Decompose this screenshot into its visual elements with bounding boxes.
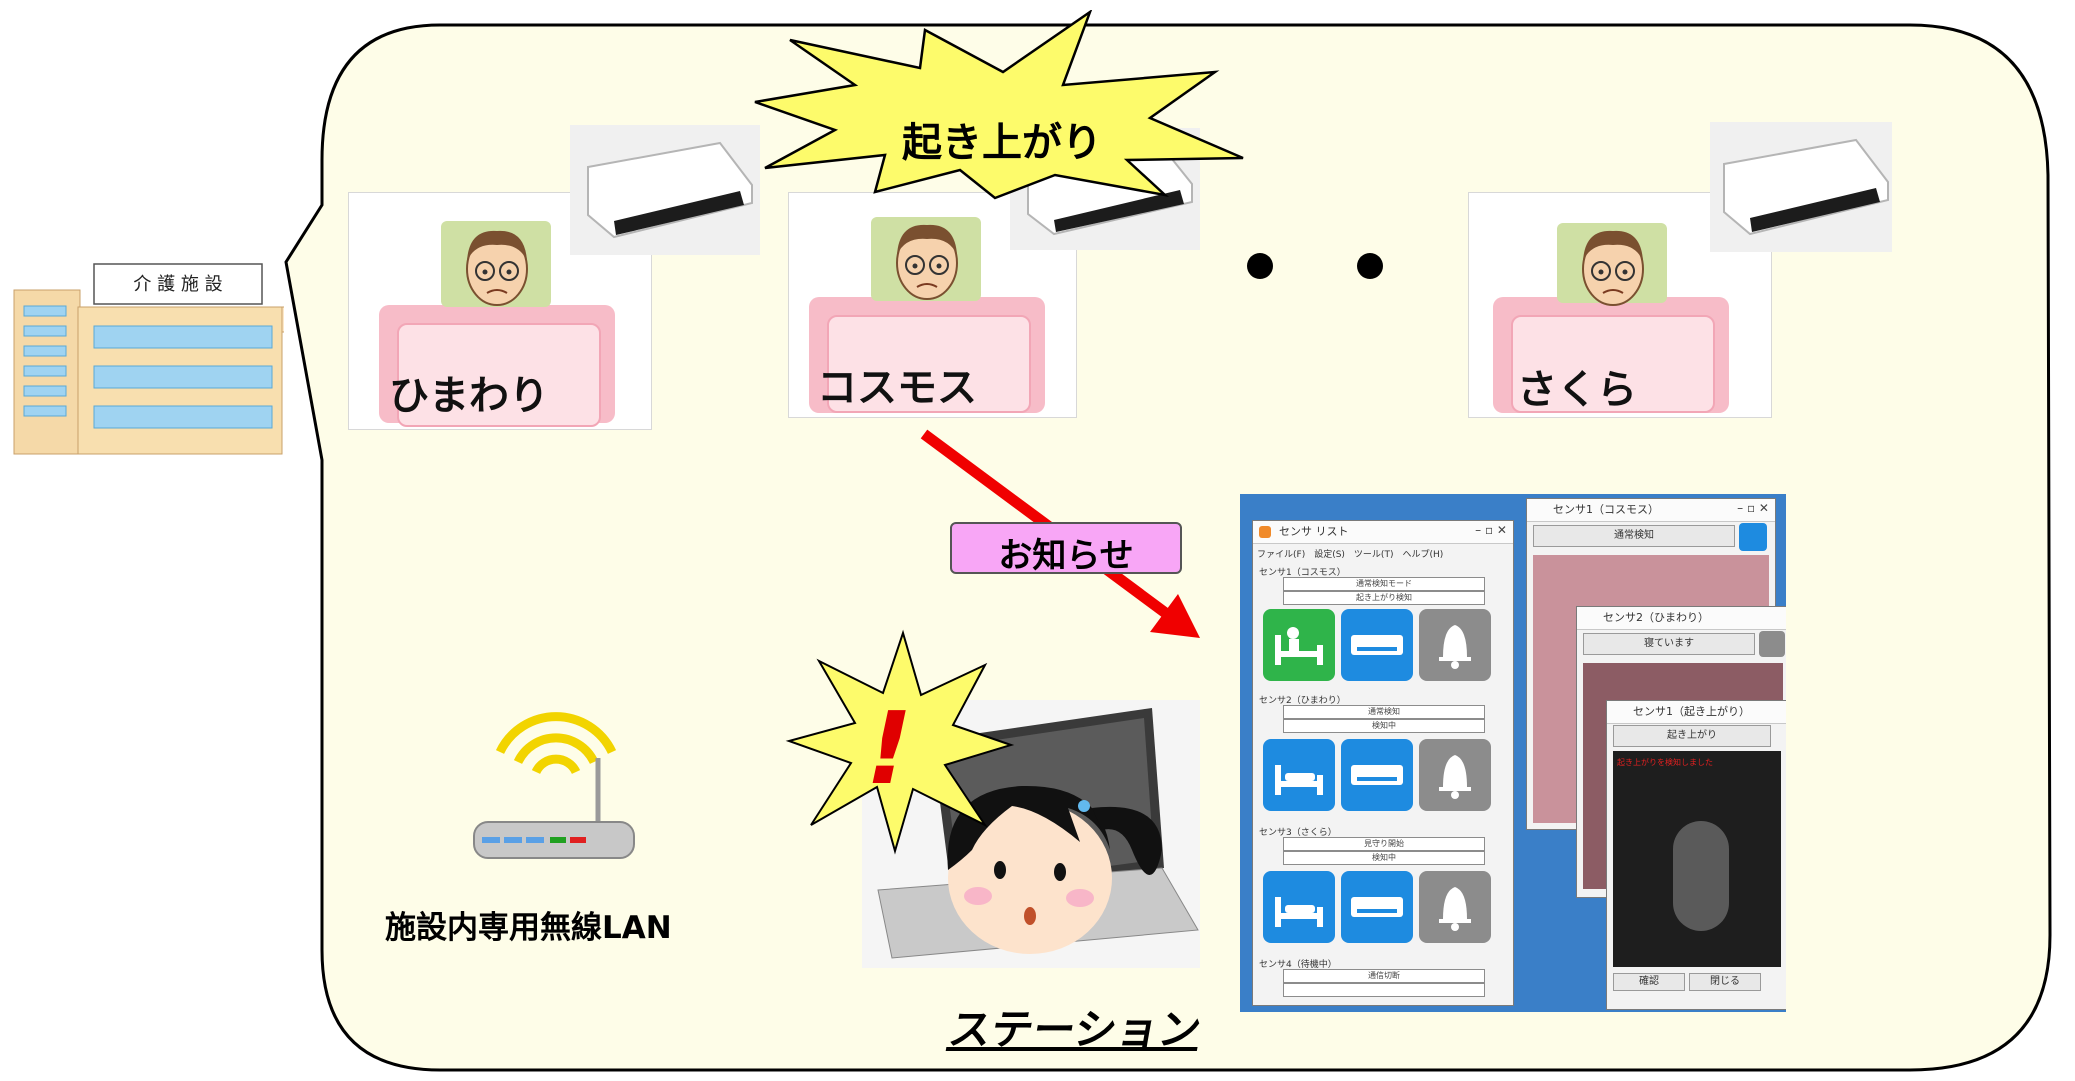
air-conditioner-status-icon[interactable] xyxy=(1341,871,1413,943)
viewer-status-button[interactable]: 通常検知 xyxy=(1533,525,1735,547)
alert-burst-label: 起き上がり xyxy=(902,120,1102,166)
viewer-status-button[interactable]: 寝ています xyxy=(1583,633,1755,655)
bed-status-icon[interactable] xyxy=(1263,871,1335,943)
notify-label: お知らせ xyxy=(998,536,1134,576)
bed-blanket xyxy=(1511,315,1715,413)
exclamation-burst-icon xyxy=(785,629,1015,855)
air-conditioner-icon xyxy=(1710,122,1892,252)
person-silhouette xyxy=(1673,821,1729,931)
window-title: センサ1（コスモス） xyxy=(1527,499,1775,522)
window-title: センサ リスト xyxy=(1253,521,1513,544)
sensor-status-field: 検知中 xyxy=(1283,851,1485,865)
alert-viewer-window: センサ1（起き上がり） 起き上がり 起き上がりを検知しました 確認 閉じる xyxy=(1606,700,1786,1010)
bed-status-icon[interactable] xyxy=(1263,739,1335,811)
sensor-status-field: 通常検知 xyxy=(1283,705,1485,719)
alarm-bell-icon[interactable] xyxy=(1419,871,1491,943)
sensor-status-field: 通常検知モード xyxy=(1283,577,1485,591)
laptop-with-worried-nurse-icon xyxy=(862,700,1200,968)
ellipsis-dot xyxy=(1357,253,1383,279)
elderly-man-face-icon xyxy=(466,230,528,306)
window-title: センサ1（起き上がり） xyxy=(1607,701,1786,724)
elderly-man-face-icon xyxy=(896,224,958,300)
sensor-status-field: 起き上がり検知 xyxy=(1283,591,1485,605)
window-title: センサ2（ひまわり） xyxy=(1577,607,1786,630)
alert-burst-icon xyxy=(754,10,1244,200)
room-himawari: ひまわり xyxy=(348,192,652,430)
sensor-section-label: センサ2（ひまわり） xyxy=(1259,696,1346,706)
sensor-status-field: 見守り開始 xyxy=(1283,837,1485,851)
alarm-bell-icon[interactable] xyxy=(1419,739,1491,811)
person-icon xyxy=(1739,523,1767,551)
lan-label: 施設内専用無線LAN xyxy=(385,910,672,946)
room-label: ひまわり xyxy=(389,373,549,419)
sensor-section-label: センサ4（待機中） xyxy=(1259,960,1337,970)
notify-label-box: お知らせ xyxy=(950,522,1182,576)
app-icon xyxy=(1259,526,1271,538)
window-controls[interactable]: – ▫ ✕ xyxy=(1475,523,1507,537)
menu-bar[interactable]: ファイル(F) 設定(S) ツール(T) ヘルプ(H) xyxy=(1257,550,1444,560)
care-facility-building-icon: 介 護 施 設 xyxy=(12,262,286,458)
room-sakura: さくら xyxy=(1468,192,1772,418)
depth-camera-view: 起き上がりを検知しました xyxy=(1613,751,1781,967)
close-button[interactable]: 閉じる xyxy=(1689,973,1761,991)
station-monitor-screen: センサ リスト – ▫ ✕ ファイル(F) 設定(S) ツール(T) ヘルプ(H… xyxy=(1240,494,1786,1012)
alert-overlay-text: 起き上がりを検知しました xyxy=(1617,758,1713,767)
bed-blanket xyxy=(827,315,1031,413)
room-label: さくら xyxy=(1517,367,1637,413)
person-icon xyxy=(1759,631,1785,657)
bed-exit-status-icon[interactable] xyxy=(1263,609,1335,681)
air-conditioner-status-icon[interactable] xyxy=(1341,739,1413,811)
alarm-bell-icon[interactable] xyxy=(1419,609,1491,681)
room-label: コスモス xyxy=(817,365,977,411)
ellipsis-dot xyxy=(1247,253,1273,279)
sensor-status-field: 通信切断 xyxy=(1283,969,1485,983)
station-label: ステーション xyxy=(945,1005,1205,1054)
bed-blanket xyxy=(397,323,601,427)
air-conditioner-status-icon[interactable] xyxy=(1341,609,1413,681)
wireless-router-icon xyxy=(473,712,635,859)
elderly-man-face-icon xyxy=(1582,230,1644,306)
sensor-section-label: センサ3（さくら） xyxy=(1259,828,1337,838)
window-controls[interactable]: – ▫ ✕ xyxy=(1737,501,1769,515)
sensor-list-window: センサ リスト – ▫ ✕ ファイル(F) 設定(S) ツール(T) ヘルプ(H… xyxy=(1252,520,1514,1006)
air-conditioner-icon xyxy=(570,125,760,255)
viewer-status-button[interactable]: 起き上がり xyxy=(1613,725,1771,747)
sensor-section-label: センサ1（コスモス） xyxy=(1259,568,1346,578)
confirm-button[interactable]: 確認 xyxy=(1613,973,1685,991)
sensor-status-field: 検知中 xyxy=(1283,719,1485,733)
facility-sign: 介 護 施 設 xyxy=(133,274,223,295)
sensor-status-field xyxy=(1283,983,1485,997)
